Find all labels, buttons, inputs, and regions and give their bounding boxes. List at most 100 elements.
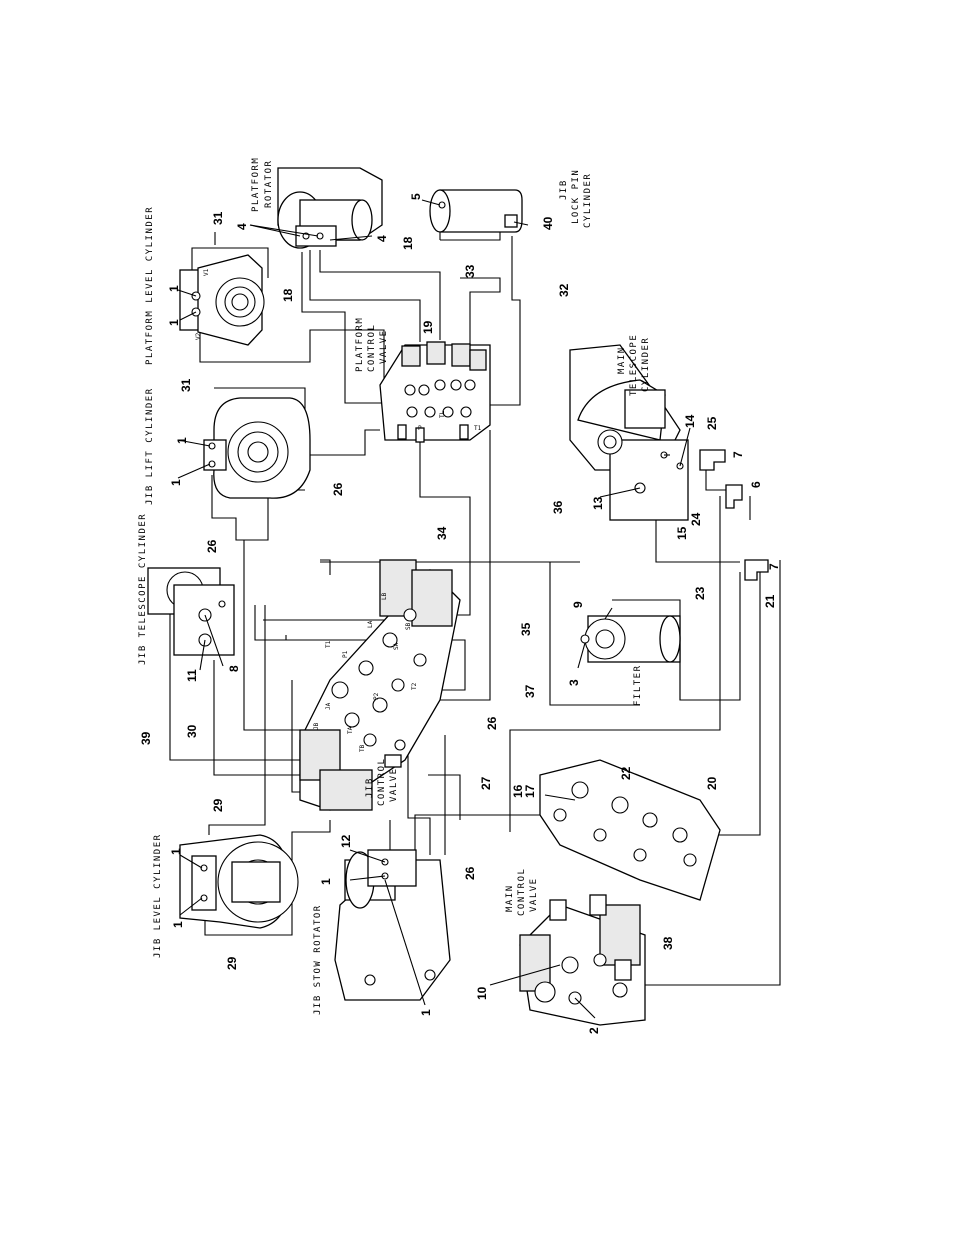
title-jib-lock-pin-3: CYLINDER bbox=[583, 173, 593, 228]
title-jib-control-3: VALVE bbox=[389, 767, 399, 802]
callout-19: 19 bbox=[421, 320, 435, 334]
callout-36: 36 bbox=[551, 500, 565, 514]
title-main-control-1: MAIN bbox=[505, 884, 515, 912]
callout-40: 40 bbox=[541, 216, 555, 230]
title-jib-level-cylinder: JIB LEVEL CYLINDER bbox=[153, 833, 163, 958]
callout-21: 21 bbox=[763, 594, 777, 608]
title-main-control-2: CONTROL bbox=[517, 868, 527, 916]
title-jib-stow-rotator: JIB STOW ROTATOR bbox=[313, 904, 323, 1015]
platform-level-cylinder: V2 V1 bbox=[179, 254, 265, 346]
callout-10: 10 bbox=[475, 986, 489, 1000]
port-label-tb: TB bbox=[359, 744, 366, 752]
platform-control-valve: P T1 bbox=[379, 341, 491, 443]
callout-1-jlvl-bottom: 1 bbox=[171, 921, 185, 928]
callout-6: 6 bbox=[749, 481, 763, 488]
callout-39: 39 bbox=[139, 731, 153, 745]
callout-7-bottom: 7 bbox=[767, 563, 781, 570]
main-control-valve bbox=[519, 759, 721, 1026]
callout-22: 22 bbox=[619, 766, 633, 780]
title-jib-lock-pin-2: LOCK PIN bbox=[571, 169, 581, 224]
jib-stow-rotator bbox=[334, 849, 451, 1001]
title-jib-control-1: JIB bbox=[365, 777, 375, 798]
callout-38: 38 bbox=[661, 936, 675, 950]
callout-35: 35 bbox=[519, 622, 533, 636]
callout-18-top: 18 bbox=[401, 236, 415, 250]
callout-29-top: 29 bbox=[211, 798, 225, 812]
callout-26-bottom: 26 bbox=[463, 866, 477, 880]
callout-20: 20 bbox=[705, 776, 719, 790]
callout-8: 8 bbox=[227, 665, 241, 672]
filter bbox=[580, 615, 681, 663]
callout-1-plc-bottom: 1 bbox=[167, 319, 181, 326]
callout-31-bottom: 31 bbox=[179, 378, 193, 392]
callout-5: 5 bbox=[409, 193, 423, 200]
port-label-la: LA bbox=[367, 620, 374, 628]
callout-13: 13 bbox=[591, 496, 605, 510]
port-label-sa: SA bbox=[393, 642, 400, 650]
jib-level-cylinder bbox=[179, 834, 299, 929]
callout-9: 9 bbox=[571, 601, 585, 608]
main-telescope-cylinder bbox=[569, 344, 769, 581]
title-main-telescope-3: CYLINDER bbox=[641, 337, 651, 392]
jib-valve-port-labels: P1 T1 LA LB SA SB P2 JA JB TA TB T2 TL bbox=[313, 410, 446, 752]
callout-1-plc-top: 1 bbox=[167, 285, 181, 292]
callout-1-stow-left: 1 bbox=[319, 878, 333, 885]
title-jib-control-2: CONTROL bbox=[377, 758, 387, 806]
callout-4-left: 4 bbox=[235, 223, 249, 230]
jib-telescope-cylinder bbox=[147, 567, 235, 656]
callout-4-right: 4 bbox=[375, 235, 389, 242]
callout-23: 23 bbox=[693, 586, 707, 600]
callout-27: 27 bbox=[479, 776, 493, 790]
callout-24: 24 bbox=[689, 512, 703, 526]
port-label-p: P bbox=[418, 425, 422, 432]
callout-1-stow-bottom: 1 bbox=[419, 1009, 433, 1016]
callout-30: 30 bbox=[185, 724, 199, 738]
port-label-t1: T1 bbox=[474, 425, 482, 432]
title-main-telescope-1: MAIN bbox=[617, 346, 627, 374]
port-label-v2: V2 bbox=[195, 332, 202, 340]
jib-control-valve bbox=[299, 559, 461, 811]
title-filter: FILTER bbox=[633, 664, 643, 706]
title-main-telescope-2: TELESCOPE bbox=[629, 334, 639, 396]
port-label-p2: P2 bbox=[373, 692, 380, 700]
port-label-ja: JA bbox=[325, 702, 332, 710]
title-main-control-3: VALVE bbox=[529, 877, 539, 912]
callout-18-left: 18 bbox=[281, 288, 295, 302]
callout-11: 11 bbox=[185, 669, 199, 682]
callout-33: 33 bbox=[463, 264, 477, 278]
port-label-ta: TA bbox=[347, 726, 354, 734]
callout-14: 14 bbox=[683, 414, 697, 428]
callout-32: 32 bbox=[557, 283, 571, 297]
callout-25: 25 bbox=[705, 416, 719, 430]
callout-37: 37 bbox=[523, 684, 537, 698]
jib-lock-pin-cylinder bbox=[429, 189, 523, 233]
callout-1-jlc-top: 1 bbox=[175, 437, 189, 444]
callout-34: 34 bbox=[435, 526, 449, 540]
component-titles: PLATFORM LEVEL CYLINDER PLATFORM ROTATOR… bbox=[138, 157, 651, 1015]
title-jib-lock-pin-1: JIB bbox=[559, 179, 569, 200]
port-label-tl: TL bbox=[439, 410, 446, 418]
callout-3: 3 bbox=[567, 679, 581, 686]
title-platform-control-3: VALVE bbox=[379, 329, 389, 364]
port-label-jb: JB bbox=[313, 722, 320, 730]
title-jib-telescope-cylinder: JIB TELESCOPE CYLINDER bbox=[138, 513, 148, 665]
callout-29-bottom: 29 bbox=[225, 956, 239, 970]
callout-26-mid: 26 bbox=[485, 716, 499, 730]
jib-lift-cylinder bbox=[203, 397, 311, 499]
port-label-p1: P1 bbox=[342, 650, 349, 658]
title-platform-rotator-1: PLATFORM bbox=[251, 157, 261, 212]
title-platform-level-cylinder: PLATFORM LEVEL CYLINDER bbox=[145, 206, 155, 365]
callout-15: 15 bbox=[675, 526, 689, 540]
title-platform-rotator-2: ROTATOR bbox=[264, 160, 274, 208]
callout-7-top: 7 bbox=[731, 451, 745, 458]
callout-1-jlvl-top: 1 bbox=[169, 848, 183, 855]
port-label-t2: T2 bbox=[411, 682, 418, 690]
callout-17: 17 bbox=[523, 784, 537, 798]
port-label-sb: SB bbox=[405, 622, 412, 630]
title-platform-control-2: CONTROL bbox=[367, 324, 377, 372]
callout-12: 12 bbox=[339, 834, 353, 848]
callout-numbers: 31 31 1 1 4 4 5 40 18 18 19 33 32 1 1 26… bbox=[139, 193, 781, 1034]
callout-31-top: 31 bbox=[211, 211, 225, 225]
leader-lines bbox=[177, 199, 691, 1019]
